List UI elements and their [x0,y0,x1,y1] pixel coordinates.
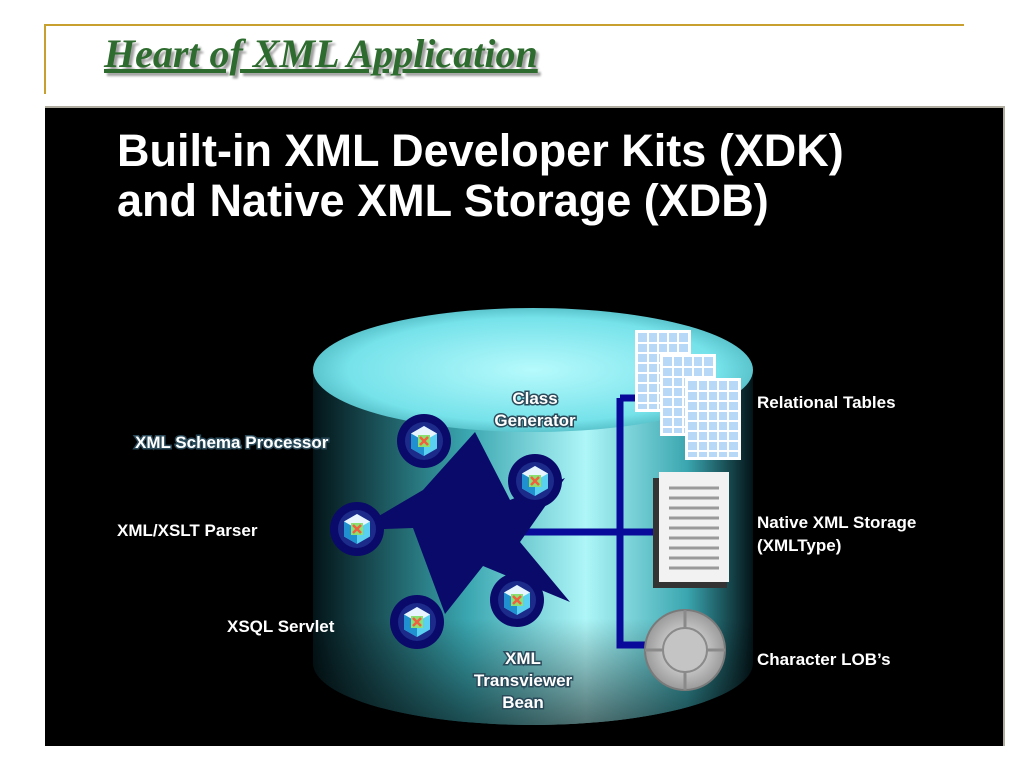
heading-line-1: Built-in XML Developer Kits (XDK) [117,125,844,176]
panel-heading: Built-in XML Developer Kits (XDK) and Na… [117,126,844,226]
character-lobs-label: Character LOB’s [757,650,891,669]
native-storage-label-line2: (XMLType) [757,536,841,555]
class-generator-node [506,452,564,510]
schema-processor-node [395,412,453,470]
title-rule-left [44,24,46,94]
class-generator-label-line1: Class [512,389,557,408]
transviewer-label-line1: XML [505,649,541,668]
class-generator-label-line2: Generator [494,411,576,430]
transviewer-label-line2: Transviewer [474,671,573,690]
transviewer-label-line3: Bean [502,693,544,712]
xdk-architecture-diagram: XML Schema Processor Class Generator XML… [117,308,916,725]
slide-image-panel: Built-in XML Developer Kits (XDK) and Na… [45,106,1005,746]
relational-tables-label: Relational Tables [757,393,896,412]
native-xml-document-icon [653,472,729,588]
xsql-servlet-label: XSQL Servlet [227,617,335,636]
xslt-parser-node [328,500,386,558]
native-storage-label-line1: Native XML Storage [757,513,916,532]
heading-line-2: and Native XML Storage (XDB) [117,175,769,226]
transviewer-bean-node [488,571,546,629]
xsql-servlet-node [388,593,446,651]
hub-star [355,432,570,614]
title-rule-top [44,24,964,26]
xslt-parser-label: XML/XSLT Parser [117,521,258,540]
slide-title: Heart of XML Application [104,31,538,76]
schema-processor-label: XML Schema Processor [135,433,329,452]
character-lob-disc-icon [644,609,726,691]
